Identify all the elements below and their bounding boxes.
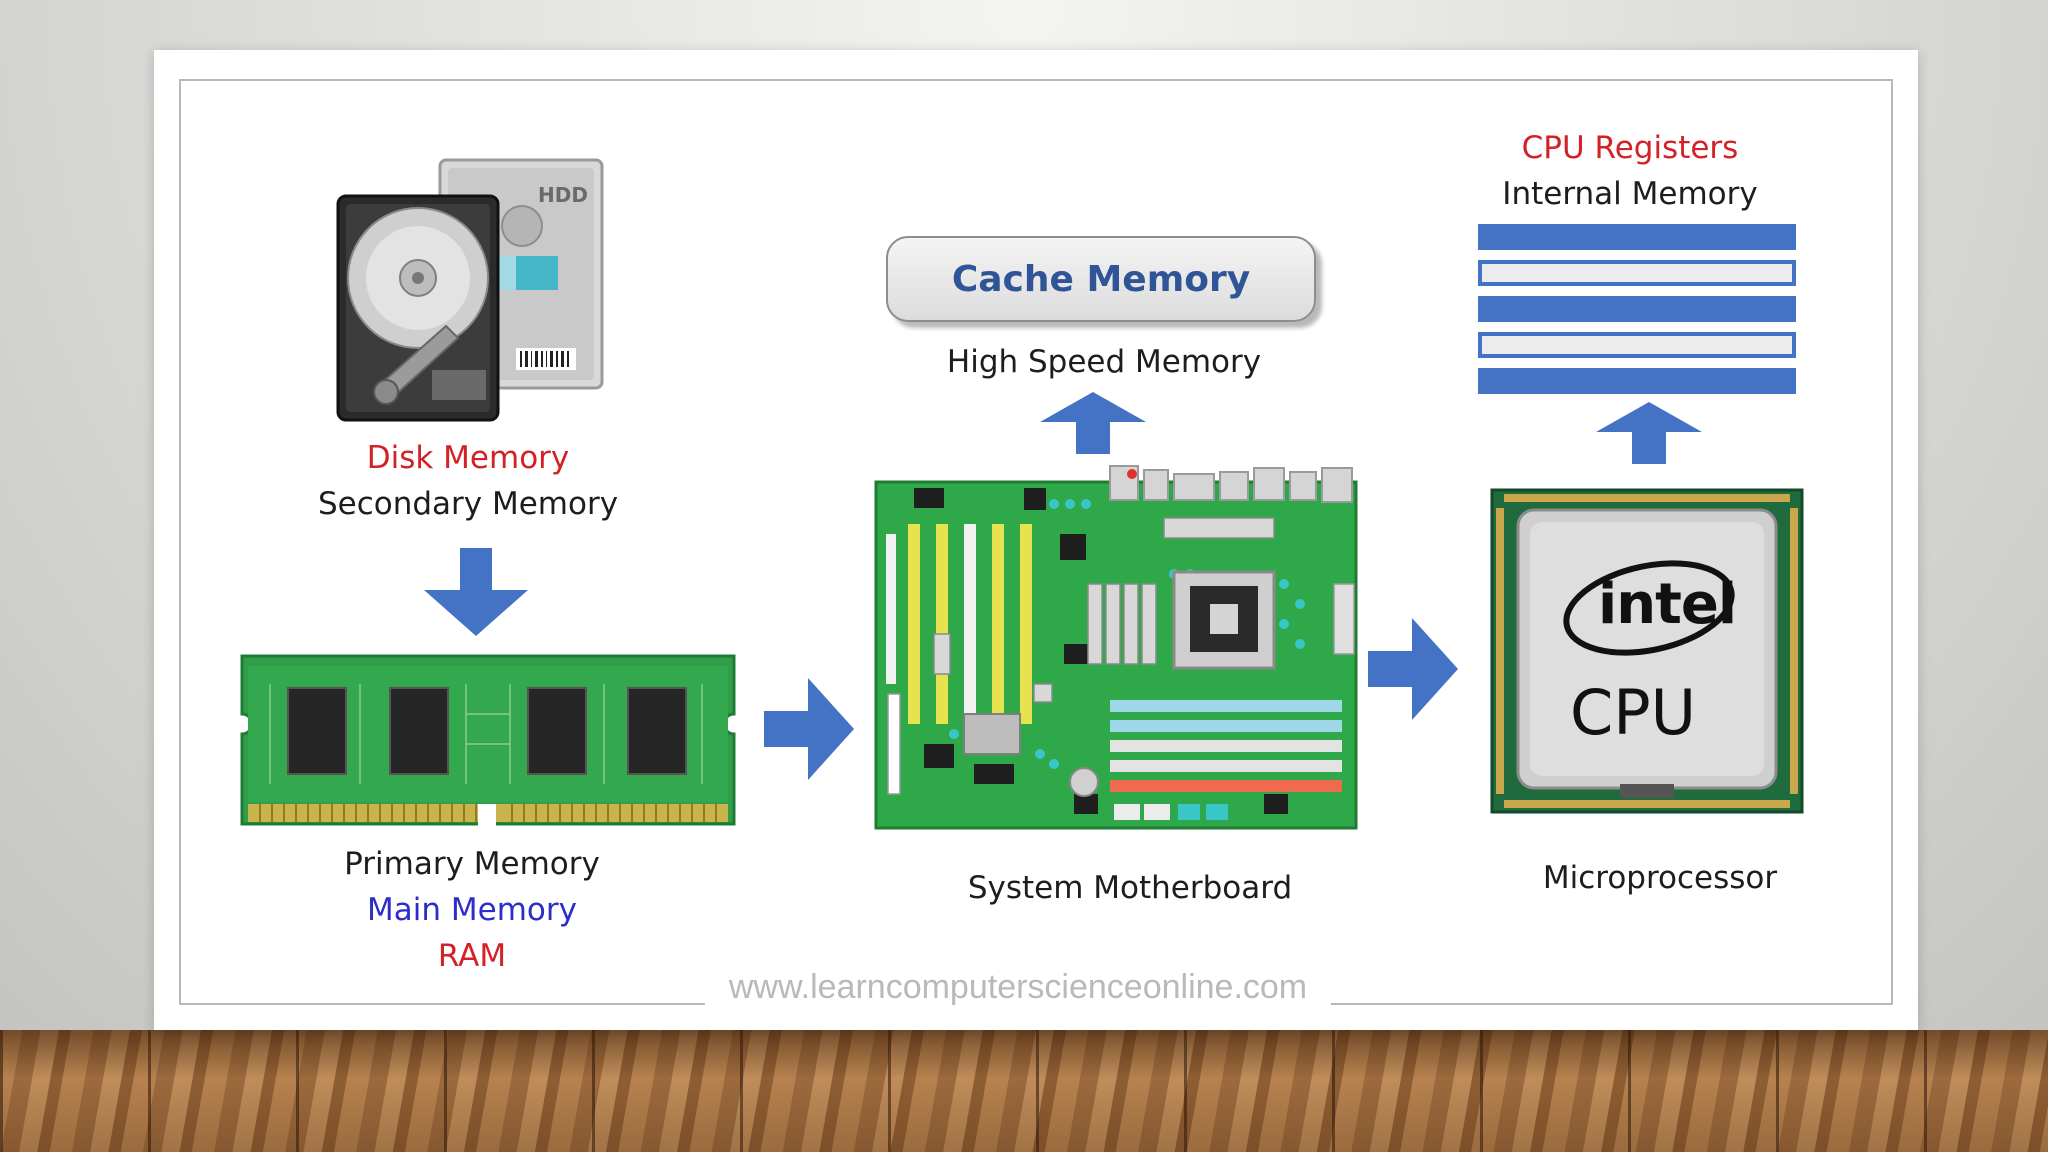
floor-shade <box>0 1030 2048 1152</box>
register-bar <box>1478 260 1796 286</box>
motherboard-icon <box>874 465 1358 830</box>
arrow-up-icon-2 <box>1596 402 1702 464</box>
frame-left <box>179 79 181 1005</box>
arrow-right-icon <box>764 678 854 780</box>
disk-memory-label: Disk Memory <box>366 440 570 476</box>
website-watermark: www.learncomputerscienceonline.com <box>704 968 1332 1007</box>
microprocessor-label: Microprocessor <box>1542 860 1778 896</box>
ram-module-icon <box>240 654 736 826</box>
register-bar <box>1478 296 1796 322</box>
hdd-label: HDD <box>538 183 588 207</box>
cpu-chip-label: CPU <box>1570 676 1697 749</box>
secondary-memory-label: Secondary Memory <box>317 486 619 522</box>
arrow-up-icon <box>1040 392 1146 454</box>
register-bar <box>1478 224 1796 250</box>
primary-memory-label: Primary Memory <box>344 846 600 882</box>
arrow-right-icon-2 <box>1368 618 1458 720</box>
intel-logo-icon <box>1563 560 1735 656</box>
main-memory-label: Main Memory <box>367 892 577 928</box>
hard-disk-icon <box>336 158 604 422</box>
system-motherboard-label: System Motherboard <box>967 870 1293 906</box>
register-bar <box>1478 368 1796 394</box>
high-speed-memory-label: High Speed Memory <box>946 344 1262 380</box>
register-bar <box>1478 332 1796 358</box>
intel-brand-label: intel <box>1598 572 1737 637</box>
cache-memory-label: Cache Memory <box>951 258 1251 300</box>
frame-top <box>179 79 1893 81</box>
internal-memory-label: Internal Memory <box>1502 176 1758 212</box>
cpu-registers-label: CPU Registers <box>1521 130 1739 166</box>
ram-label: RAM <box>437 938 507 974</box>
frame-right <box>1891 79 1893 1005</box>
arrow-down-icon <box>424 548 528 636</box>
cache-memory-box: Cache Memory <box>886 236 1316 322</box>
